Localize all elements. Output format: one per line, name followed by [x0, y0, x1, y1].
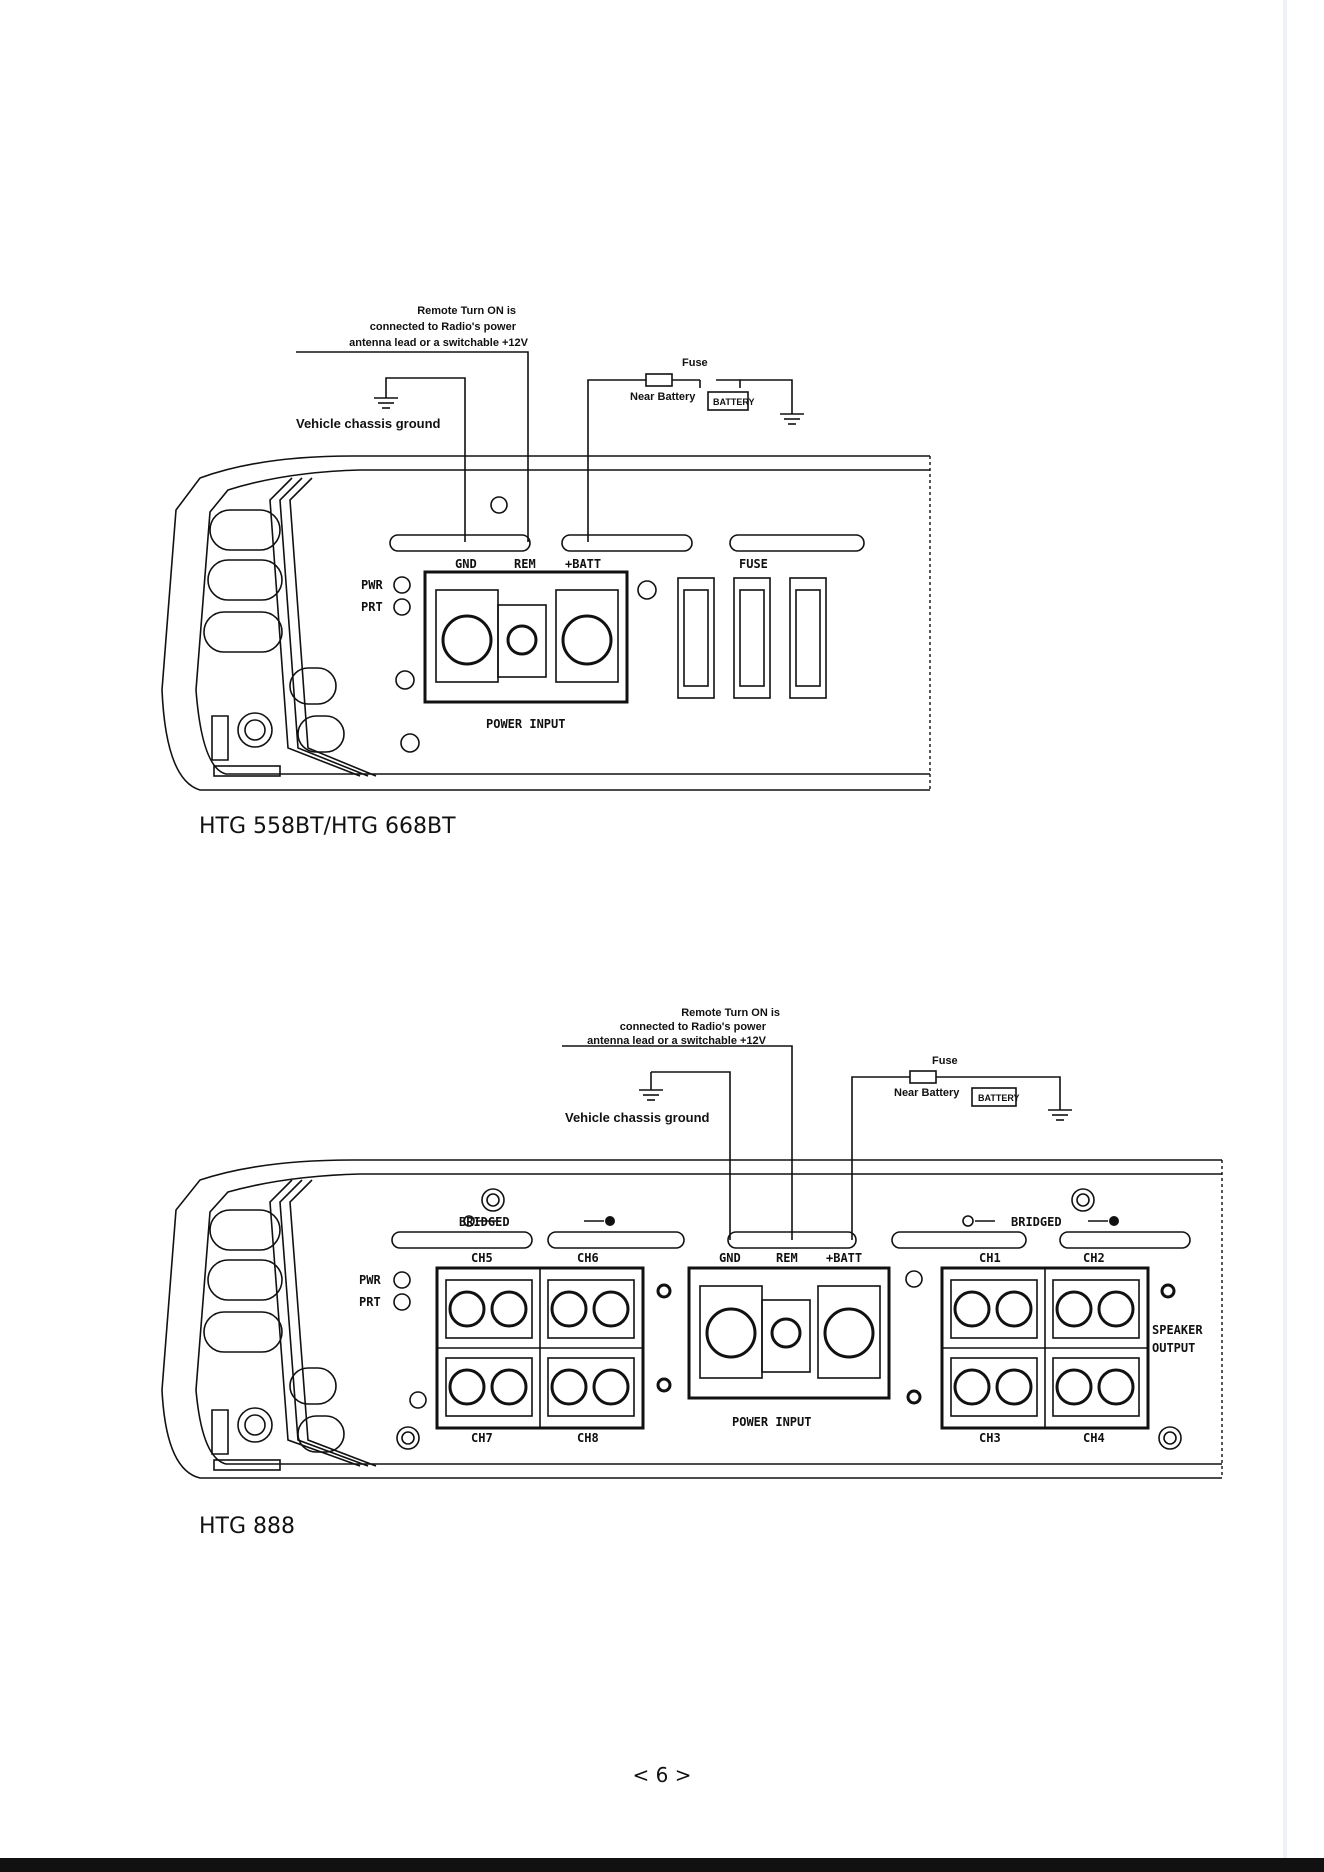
gnd-wire: [651, 1071, 731, 1240]
ch7-label: CH7: [471, 1431, 493, 1445]
page-number: < 6 >: [632, 1763, 692, 1787]
speaker-output-label-1: SPEAKER: [1152, 1323, 1203, 1337]
ch8-label: CH8: [577, 1431, 599, 1445]
amplifier-housing: [161, 1159, 1223, 1479]
fuse-holders: [677, 577, 827, 699]
page-right-edge: [1283, 0, 1287, 1860]
page-bottom-border: [0, 1858, 1324, 1872]
ch6-label: CH6: [577, 1251, 599, 1265]
remote-note-line-3: antenna lead or a switchable +12V: [587, 1035, 766, 1047]
chassis-ground-label: Vehicle chassis ground: [296, 416, 441, 431]
rem-wire: [296, 351, 529, 542]
caption-htg-888: HTG 888: [199, 1514, 296, 1539]
battery-icon: [971, 1087, 1017, 1107]
batt-wire: [587, 379, 646, 542]
bridged-label-right: BRIDGED: [1011, 1215, 1062, 1229]
rem-label: REM: [776, 1251, 798, 1265]
fuse-label: Fuse: [682, 357, 708, 369]
ground-icon: [374, 380, 398, 409]
pwr-label: PWR: [361, 578, 383, 592]
prt-label: PRT: [361, 600, 383, 614]
power-input-label: POWER INPUT: [732, 1415, 811, 1429]
power-terminal-block: [687, 1266, 891, 1400]
battery-label: BATTERY: [713, 397, 755, 407]
fuse-label: Fuse: [932, 1055, 958, 1067]
fuse-icon: [645, 373, 673, 387]
near-battery-label: Near Battery: [894, 1087, 960, 1099]
prt-led-icon: [393, 598, 411, 616]
chassis-ground-label: Vehicle chassis ground: [565, 1110, 710, 1125]
pwr-label: PWR: [359, 1273, 381, 1287]
prt-label: PRT: [359, 1295, 381, 1309]
fuse-block-label: FUSE: [739, 557, 768, 571]
bridged-markers: [463, 1215, 1119, 1227]
power-terminal-block: [423, 570, 629, 704]
batt-label: +BATT: [565, 557, 601, 571]
near-battery-label: Near Battery: [630, 391, 696, 403]
fuse-icon: [909, 1070, 937, 1084]
ground-icon: [639, 1072, 663, 1101]
caption-htg-558bt-668bt: HTG 558BT/HTG 668BT: [199, 814, 456, 839]
batt-label: +BATT: [826, 1251, 862, 1265]
batt-wire: [851, 1076, 910, 1240]
gnd-label: GND: [719, 1251, 741, 1265]
speaker-terminal-block-right: [940, 1266, 1150, 1430]
pwr-led-icon: [393, 1271, 411, 1289]
remote-note-line-2: connected to Radio's power: [620, 1021, 767, 1033]
ground-icon: [1048, 1109, 1072, 1121]
battery-icon: [707, 391, 749, 411]
rem-wire: [562, 1045, 793, 1240]
battery-label: BATTERY: [978, 1093, 1020, 1103]
ch5-label: CH5: [471, 1251, 493, 1265]
prt-led-icon: [393, 1293, 411, 1311]
diagram-htg-558bt: Remote Turn ON is connected to Radio's p…: [161, 305, 931, 791]
remote-note-line-1: Remote Turn ON is: [417, 305, 516, 317]
ch4-label: CH4: [1083, 1431, 1105, 1445]
speaker-terminal-block-left: [435, 1266, 645, 1430]
remote-note-line-3: antenna lead or a switchable +12V: [349, 337, 528, 349]
gnd-wire: [385, 377, 466, 542]
ground-icon: [780, 413, 804, 425]
speaker-output-label-2: OUTPUT: [1152, 1341, 1195, 1355]
ch2-label: CH2: [1083, 1251, 1105, 1265]
power-input-label: POWER INPUT: [486, 717, 565, 731]
gnd-label: GND: [455, 557, 477, 571]
pwr-led-icon: [393, 576, 411, 594]
amplifier-housing: [161, 455, 931, 791]
diagram-htg-888: Remote Turn ON is connected to Radio's p…: [161, 1007, 1223, 1479]
ch3-label: CH3: [979, 1431, 1001, 1445]
remote-note-line-1: Remote Turn ON is: [681, 1007, 780, 1019]
ch1-label: CH1: [979, 1251, 1001, 1265]
remote-note-line-2: connected to Radio's power: [370, 321, 517, 333]
rem-label: REM: [514, 557, 536, 571]
